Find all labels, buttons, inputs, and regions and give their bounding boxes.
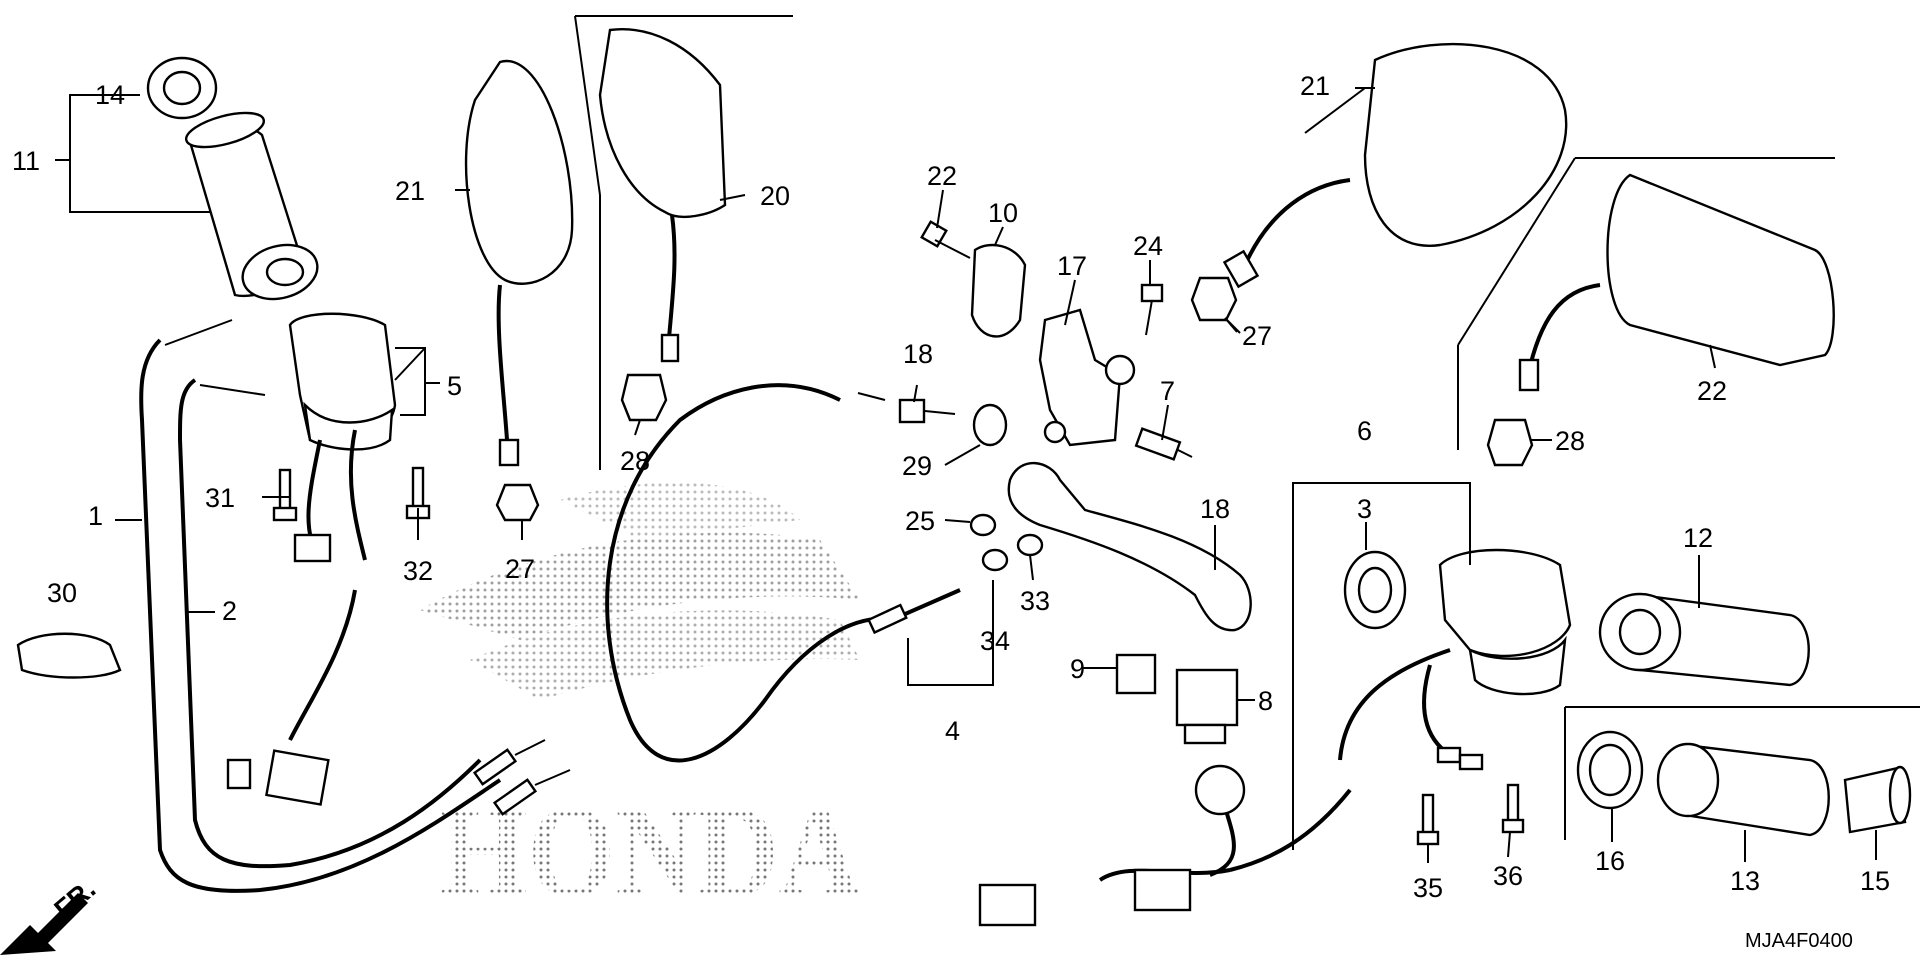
callout-34: 35 (1413, 873, 1443, 903)
callout-22: 22 (1697, 376, 1727, 406)
mirror-nut-27b (1190, 276, 1238, 322)
relay-8 (1175, 668, 1239, 745)
left-switch-housing (226, 312, 397, 806)
callout-24: 24 (1133, 231, 1163, 261)
callout-27b: 27 (1242, 321, 1272, 351)
grip-cap-15 (1843, 765, 1912, 834)
callout-9: 9 (1070, 654, 1085, 684)
callout-29: 29 (902, 451, 932, 481)
right-mirror-square (1518, 173, 1835, 392)
grip-13 (1656, 742, 1830, 837)
mirror-group-divider-left (574, 15, 793, 470)
callout-12: 12 (1683, 523, 1713, 553)
lever-bracket (1038, 308, 1122, 447)
mirror-group-divider-right (1457, 157, 1835, 450)
connector-9 (1115, 653, 1157, 695)
callout-17: 17 (1057, 251, 1087, 281)
leader-lines (55, 87, 1877, 863)
callout-23: 22 (927, 161, 957, 191)
screw-34 (1416, 793, 1440, 846)
callout-36: 34 (980, 626, 1010, 656)
callout-31: 32 (403, 556, 433, 586)
grip-ring-16 (1576, 730, 1644, 810)
callout-3: 3 (1357, 494, 1372, 524)
adjuster-nut-29 (972, 403, 1008, 447)
callout-13: 13 (1730, 866, 1760, 896)
clutch-lever (1007, 461, 1252, 632)
callout-15: 15 (1860, 866, 1890, 896)
screw-32 (1501, 783, 1525, 834)
callout-16: 16 (1595, 846, 1625, 876)
callout-25: 25 (905, 506, 935, 536)
callout-32: 36 (1493, 861, 1523, 891)
screw-33 (272, 468, 298, 522)
front-arrow-icon (0, 893, 88, 955)
callout-30: 30 (47, 578, 77, 608)
callout-8: 8 (1258, 686, 1273, 716)
callout-14: 14 (95, 80, 125, 110)
callout-20: 20 (760, 181, 790, 211)
callout-21b: 21 (1300, 71, 1330, 101)
mirror-nut-28b (1486, 418, 1534, 467)
left-mirror-round (464, 59, 574, 467)
callout-5: 5 (447, 371, 462, 401)
mirror-nut-28 (620, 373, 668, 422)
callout-33: 31 (205, 483, 235, 513)
callout-1: 1 (88, 501, 103, 531)
mirror-nut (495, 483, 540, 522)
callout-21a: 21 (395, 176, 425, 206)
honda-watermark: HONDA (420, 482, 860, 924)
drawing-code: MJA4F0400 (1745, 930, 1853, 952)
callout-28a: 28 (620, 446, 650, 476)
right-switch-assembly (978, 548, 1572, 927)
right-mirror-round (1222, 42, 1568, 289)
nut-35 (1016, 533, 1044, 557)
callout-2: 2 (222, 596, 237, 626)
front-direction-indicator: FR. (0, 874, 101, 955)
heated-grip-divider (1564, 706, 1920, 840)
cable-band (16, 632, 122, 679)
clutch-cable (605, 383, 961, 763)
callout-19: 18 (903, 339, 933, 369)
callout-18: 18 (1200, 494, 1230, 524)
callout-27a: 27 (505, 554, 535, 584)
right-grip (1598, 592, 1810, 687)
clutch-switch (1134, 427, 1193, 461)
callout-35: 33 (1020, 586, 1050, 616)
throttle-cables (139, 319, 571, 893)
bolt-24 (1140, 283, 1164, 336)
left-mirror-square (598, 28, 727, 363)
callout-4: 4 (945, 716, 960, 746)
callout-6: 6 (1357, 416, 1372, 446)
bolt-23 (920, 220, 971, 259)
lever-holder (970, 243, 1027, 338)
callout-28b: 28 (1555, 426, 1585, 456)
callout-labels: 14 11 1 2 30 31 32 5 21 27 20 28 22 10 1… (12, 71, 1890, 903)
pivot-bolt-25 (969, 513, 997, 537)
callout-10: 10 (988, 198, 1018, 228)
left-grip-assembly (146, 56, 319, 301)
callout-7: 7 (1160, 376, 1175, 406)
callout-11: 11 (12, 146, 40, 176)
adjuster-19 (898, 398, 956, 424)
nut-36 (981, 548, 1009, 572)
